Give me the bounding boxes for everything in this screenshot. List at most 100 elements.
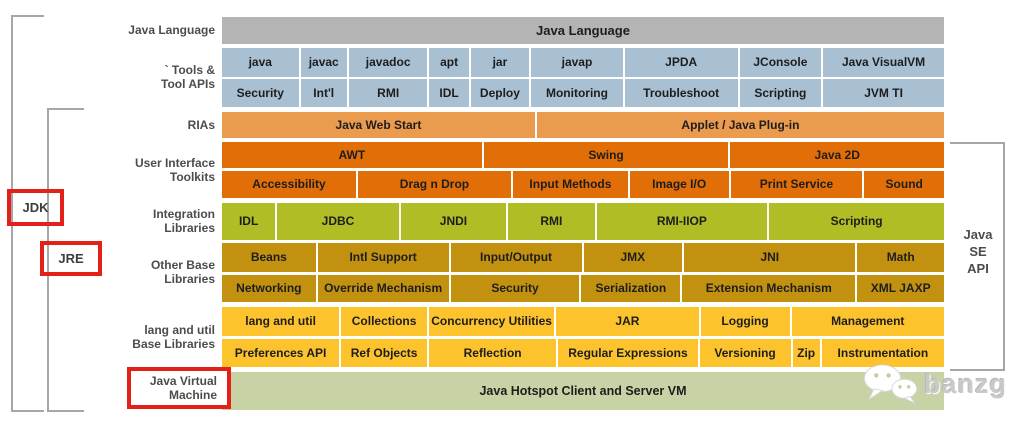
label-tools-line1: ` Tools & <box>164 63 215 77</box>
row-other-base-1: Beans Intl Support Input/Output JMX JNI … <box>222 243 944 272</box>
cell-input-methods: Input Methods <box>513 171 628 198</box>
label-rias: RIAs <box>55 118 215 132</box>
cell-logging: Logging <box>700 307 790 336</box>
cell-apt: apt <box>429 48 469 77</box>
cell-jar: jar <box>470 48 530 77</box>
java-se-api-line3: API <box>967 261 989 276</box>
cell-java-hotspot-vm: Java Hotspot Client and Server VM <box>222 372 944 410</box>
row-other-base-2: Networking Override Mechanism Security S… <box>222 275 944 302</box>
cell-networking: Networking <box>222 275 316 302</box>
label-integration: Integration Libraries <box>55 207 215 235</box>
jvm-label-box: Java Virtual Machine <box>127 367 231 409</box>
cell-management: Management <box>791 307 945 336</box>
cell-awt: AWT <box>222 142 482 168</box>
label-jvm-line2: Machine <box>168 388 217 402</box>
label-java-language-text: Java Language <box>128 23 215 37</box>
cell-jar-lib: JAR <box>556 307 699 336</box>
cell-java-language: Java Language <box>222 17 944 44</box>
cell-rmi-tools: RMI <box>348 79 428 107</box>
label-ui-toolkits: User Interface Toolkits <box>55 156 215 184</box>
cell-security-base: Security <box>450 275 580 302</box>
row-rias: Java Web Start Applet / Java Plug-in <box>222 112 944 138</box>
label-other-line1: Other Base <box>150 258 215 272</box>
cell-image-io: Image I/O <box>629 171 729 198</box>
cell-jndi: JNDI <box>400 203 507 240</box>
cell-javac: javac <box>300 48 347 77</box>
label-ui-line1: User Interface <box>134 156 215 170</box>
cell-intl-support: Intl Support <box>317 243 449 272</box>
platform-grid: Java Language java javac javadoc apt jar… <box>222 17 945 410</box>
cell-regular-expressions: Regular Expressions <box>558 339 698 367</box>
wechat-icon <box>863 364 918 404</box>
cell-troubleshoot: Troubleshoot <box>624 79 738 107</box>
java-se-api-bracket <box>950 142 1005 371</box>
cell-drag-n-drop: Drag n Drop <box>357 171 512 198</box>
label-lang-line2: Base Libraries <box>132 337 215 351</box>
cell-rmi-iiop: RMI-IIOP <box>596 203 768 240</box>
cell-java-web-start: Java Web Start <box>222 112 535 138</box>
label-tools-line2: Tool APIs <box>161 77 215 91</box>
cell-instrumentation: Instrumentation <box>821 339 944 367</box>
cell-input-output: Input/Output <box>450 243 582 272</box>
cell-jpda: JPDA <box>624 48 738 77</box>
jre-badge-text: JRE <box>58 251 84 266</box>
cell-idl-integration: IDL <box>222 203 276 240</box>
label-java-language: Java Language <box>55 23 215 37</box>
cell-ref-objects: Ref Objects <box>341 339 427 367</box>
cell-reflection: Reflection <box>429 339 557 367</box>
cell-jni: JNI <box>684 243 856 272</box>
java-se-api-line2: SE <box>969 244 987 259</box>
jdk-bracket <box>11 15 44 412</box>
cell-extension-mechanism: Extension Mechanism <box>682 275 856 302</box>
cell-versioning: Versioning <box>699 339 791 367</box>
row-integration: IDL JDBC JNDI RMI RMI-IIOP Scripting <box>222 203 944 240</box>
cell-jvm-ti: JVM TI <box>823 79 945 107</box>
cell-javadoc: javadoc <box>348 48 428 77</box>
cell-intl: Int'l <box>300 79 347 107</box>
cell-collections: Collections <box>341 307 427 336</box>
jre-bracket <box>47 108 84 412</box>
cell-override-mechanism: Override Mechanism <box>317 275 449 302</box>
cell-jdbc: JDBC <box>277 203 399 240</box>
row-tools-1: java javac javadoc apt jar javap JPDA JC… <box>222 48 945 77</box>
java-se-api-line1: Java <box>963 227 993 242</box>
cell-scripting-tools: Scripting <box>739 79 822 107</box>
label-tools: ` Tools & Tool APIs <box>55 63 215 91</box>
row-java-language: Java Language <box>222 17 944 44</box>
cell-rmi-integration: RMI <box>508 203 595 240</box>
label-ui-line2: Toolkits <box>169 170 215 184</box>
label-lang-line1: lang and util <box>144 323 215 337</box>
cell-applet-plugin: Applet / Java Plug-in <box>536 112 944 138</box>
cell-jconsole: JConsole <box>739 48 822 77</box>
watermark: banzg <box>862 364 1007 404</box>
row-ui-1: AWT Swing Java 2D <box>222 142 944 168</box>
cell-concurrency-utilities: Concurrency Utilities <box>429 307 555 336</box>
cell-xml-jaxp: XML JAXP <box>857 275 944 302</box>
watermark-text: banzg <box>924 368 1007 399</box>
row-lang-util-2: Preferences API Ref Objects Reflection R… <box>222 339 944 367</box>
cell-swing: Swing <box>483 142 729 168</box>
label-other-base: Other Base Libraries <box>55 258 215 286</box>
cell-sound: Sound <box>864 171 944 198</box>
label-integration-line1: Integration <box>153 207 215 221</box>
cell-security-tools: Security <box>222 79 299 107</box>
label-rias-text: RIAs <box>187 118 215 132</box>
label-integration-line2: Libraries <box>164 221 215 235</box>
cell-scripting-integration: Scripting <box>769 203 944 240</box>
jre-badge: JRE <box>40 241 102 276</box>
label-jvm-line1: Java Virtual <box>149 374 217 388</box>
cell-monitoring: Monitoring <box>531 79 623 107</box>
cell-preferences-api: Preferences API <box>222 339 340 367</box>
cell-beans: Beans <box>222 243 316 272</box>
cell-idl-tools: IDL <box>429 79 469 107</box>
jdk-badge-text: JDK <box>22 200 49 215</box>
cell-java: java <box>222 48 299 77</box>
label-jvm: Java Virtual Machine <box>150 374 217 402</box>
label-other-line2: Libraries <box>164 272 215 286</box>
cell-lang-and-util: lang and util <box>222 307 340 336</box>
cell-print-service: Print Service <box>730 171 863 198</box>
row-tools-2: Security Int'l RMI IDL Deploy Monitoring… <box>222 79 945 107</box>
cell-math: Math <box>857 243 944 272</box>
cell-deploy: Deploy <box>470 79 530 107</box>
